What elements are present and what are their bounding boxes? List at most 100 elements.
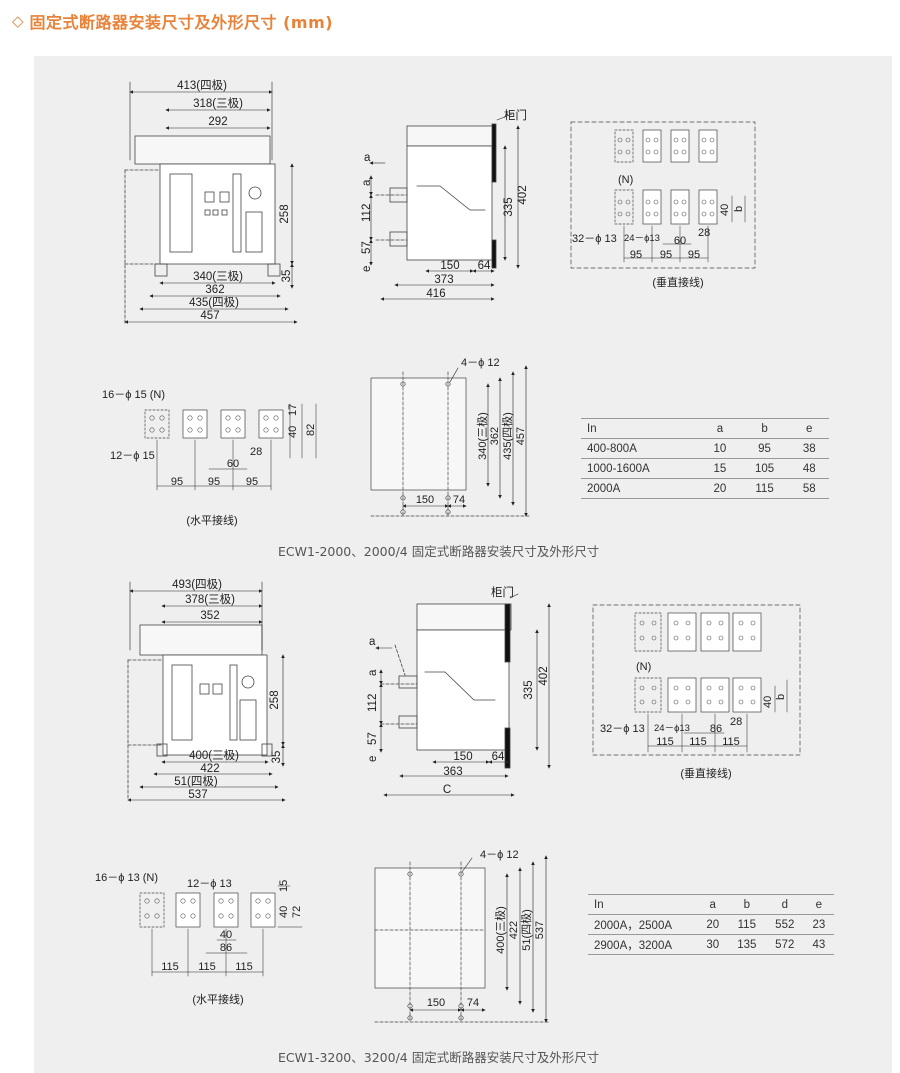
holes-label: 4－ϕ 12	[461, 357, 500, 369]
dim-label: 413(四极)	[177, 78, 227, 92]
dim-label: a	[361, 179, 373, 186]
dim-label: 402	[517, 185, 529, 204]
s1-mount-labels: 4－ϕ 12 340(三极) 362 435(四极) 457 150 74	[416, 357, 527, 506]
table-cell: 20	[697, 914, 728, 935]
table-row: 2000A，2500A 20 115 552 23	[588, 914, 834, 935]
s1-caption: ECW1-2000、2000/4 固定式断路器安装尺寸及外形尺寸	[278, 544, 600, 559]
dim-label: 402	[538, 666, 550, 685]
dim-label: 72	[291, 906, 303, 918]
table-cell: 115	[739, 478, 790, 499]
dim-label: a	[364, 152, 371, 164]
dim-label: 112	[367, 694, 379, 712]
s2-horizontal-terminals	[139, 885, 303, 977]
s1-side-view	[375, 123, 497, 269]
dim-label: b	[775, 694, 787, 700]
s1-front-dims	[124, 81, 298, 324]
table-row: 400-800A 10 95 38	[581, 438, 829, 459]
dim-label: 35	[281, 270, 293, 283]
s1-front-view	[124, 135, 281, 326]
table-cell: 552	[765, 914, 804, 935]
s2-mount-plate	[374, 861, 549, 1023]
table-row: 2000A 20 115 58	[581, 478, 829, 499]
dim-label: 373	[434, 274, 453, 286]
s1-vertical-labels: (N) 32－ϕ 13 24－ϕ13 60 28 40 b 95 95 95 (…	[572, 174, 745, 289]
table-cell: 572	[765, 934, 804, 955]
dim-label: 150	[453, 751, 472, 763]
dim-label: 86	[220, 942, 232, 954]
dim-label: 457	[515, 427, 527, 445]
holes-label: 12－ϕ 13	[187, 878, 232, 890]
table-cell: 30	[697, 934, 728, 955]
table-header-cell: b	[739, 418, 790, 439]
cabinet-door-label: 柜门	[504, 108, 527, 122]
dim-label: 35	[271, 751, 283, 764]
horizontal-wiring-label: (水平接线)	[186, 513, 237, 527]
s2-front-view	[127, 624, 273, 801]
dim-label: 115	[161, 961, 179, 973]
table-cell: 2000A，2500A	[588, 914, 698, 935]
s2-horizontal-hole-dots	[144, 898, 271, 919]
table-cell: 135	[727, 934, 766, 955]
dim-label: C	[443, 784, 451, 796]
dim-label: 435(四极)	[500, 412, 514, 460]
cabinet-door-label: 柜门	[491, 585, 514, 599]
vertical-wiring-label: (垂直接线)	[652, 275, 703, 289]
table-header-cell: a	[700, 418, 740, 439]
s2-vertical-hole-dots	[639, 620, 756, 705]
neutral-label: (N)	[618, 174, 633, 186]
table-header-row: In a b d e	[588, 894, 834, 915]
dim-label: 537	[188, 789, 207, 801]
dim-label: 378(三极)	[185, 592, 235, 606]
s2-mount-dims	[409, 855, 548, 1023]
dim-label: 335	[503, 197, 515, 216]
dim-label: 493(四极)	[172, 577, 222, 591]
dim-label: 422	[200, 763, 219, 775]
dim-label: 57	[367, 732, 379, 745]
holes-label: 12－ϕ 15	[110, 450, 155, 462]
dim-label: 40	[762, 696, 774, 708]
s1-horizontal-labels: 16－ϕ 15 (N) 12－ϕ 15 17 40 82 28 60 95 95…	[102, 389, 317, 527]
s1-side-dims	[369, 113, 520, 301]
holes-label: 24－ϕ13	[654, 723, 690, 734]
s1-horizontal-hole-dots	[149, 415, 279, 433]
dim-label: 115	[235, 961, 253, 973]
dim-label: e	[367, 756, 379, 762]
table-header-row: In a b e	[581, 418, 829, 439]
dim-label: 335	[523, 680, 535, 699]
s2-side-dims	[375, 593, 551, 797]
dim-label: 28	[730, 716, 742, 728]
dim-label: 40	[278, 906, 290, 918]
dim-label: 362	[205, 284, 224, 296]
dim-label: 362	[489, 427, 501, 445]
dim-label: 95	[208, 476, 220, 488]
dim-label: 64	[492, 751, 505, 763]
dim-label: a	[367, 669, 379, 676]
dim-label: 150	[440, 260, 459, 272]
dim-label: 57	[361, 241, 373, 254]
dim-label: 258	[279, 204, 291, 223]
dim-label: 416	[426, 288, 445, 300]
page-title: 固定式断路器安装尺寸及外形尺寸 (mm)	[29, 13, 334, 32]
s2-side-labels: 柜门 a a 112 57 e 335 402 150 64 363 C	[367, 585, 550, 796]
s2-side-view	[380, 603, 512, 769]
dim-label: 400(三极)	[189, 748, 239, 762]
dim-label: 28	[250, 446, 262, 458]
dim-label: 400(三极)	[493, 906, 507, 954]
s1-vertical-hole-dots	[617, 137, 715, 217]
s2-mount-labels: 4－ϕ 12 400(三极) 422 51(四极) 537 150 74	[427, 849, 546, 1009]
s1-side-labels: 柜门 a a 112 57 e 335 402 150 64 373 416	[361, 108, 529, 300]
s1-spec-table: In a b e 400-800A 10 95 38 1000-1600A 15…	[581, 418, 829, 499]
dim-label: 28	[698, 227, 710, 239]
table-cell: 10	[700, 438, 740, 459]
table-row: 2900A，3200A 30 135 572 43	[588, 934, 834, 955]
dim-label: 150	[416, 494, 434, 506]
dim-label: 86	[710, 723, 722, 735]
s1-vertical-terminals	[570, 121, 756, 269]
table-header-cell: d	[765, 894, 804, 915]
table-header-cell: a	[697, 894, 728, 915]
dim-label: 363	[443, 766, 462, 778]
s1-mount-plate	[370, 371, 531, 517]
dim-label: 40	[220, 929, 232, 941]
dim-label: e	[361, 266, 373, 272]
